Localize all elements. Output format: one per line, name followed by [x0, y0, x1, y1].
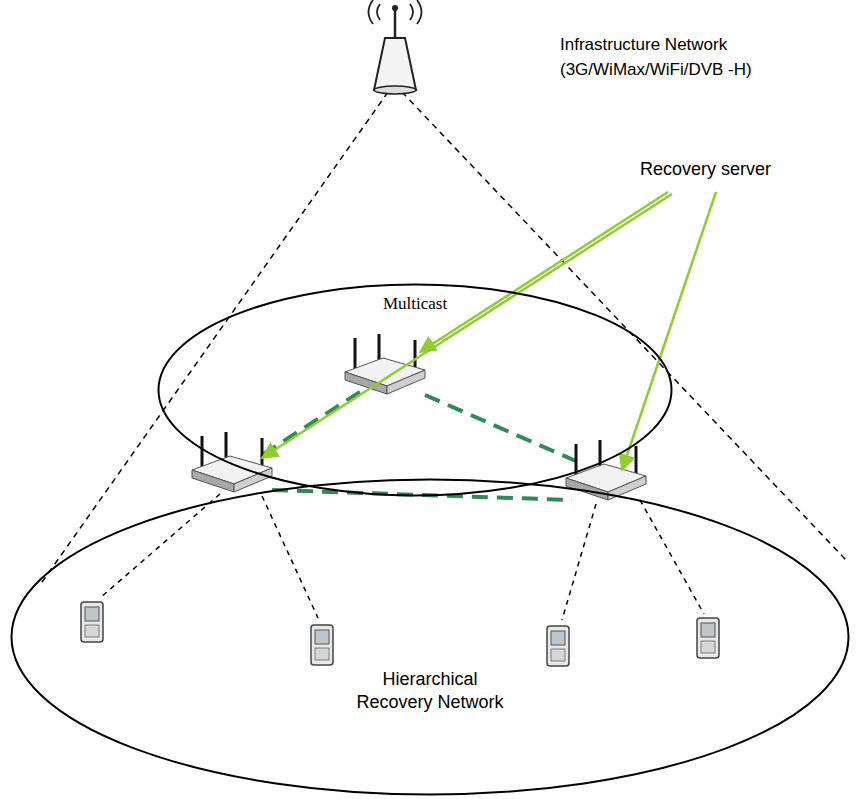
- ellipse-outline: [10, 478, 850, 796]
- region-ellipse: Hierarchical Recovery Network: [10, 478, 850, 796]
- network-type-label: Infrastructure Network (3G/WiMax/WiFi/DV…: [560, 33, 795, 82]
- coverage-cone: [40, 92, 846, 585]
- pointer-arrow: [262, 192, 716, 470]
- region-label: Hierarchical Recovery Network: [350, 668, 510, 713]
- router-mesh-link: [262, 392, 585, 500]
- recovery-server-router: [345, 334, 425, 394]
- recovery-server-router: [566, 440, 646, 500]
- mobile-device: [697, 618, 719, 658]
- base-station-antenna: [369, 0, 422, 94]
- wireless-link: [100, 494, 704, 620]
- mobile-device: [311, 625, 333, 665]
- mobile-device: [81, 602, 103, 642]
- ellipse-outline: [157, 283, 673, 497]
- callout-label: Recovery server: [640, 156, 771, 182]
- region-label: Multicast: [383, 293, 447, 314]
- recovery-server-router: [192, 432, 272, 492]
- mobile-device: [547, 626, 569, 666]
- region-ellipse: Multicast: [157, 283, 673, 497]
